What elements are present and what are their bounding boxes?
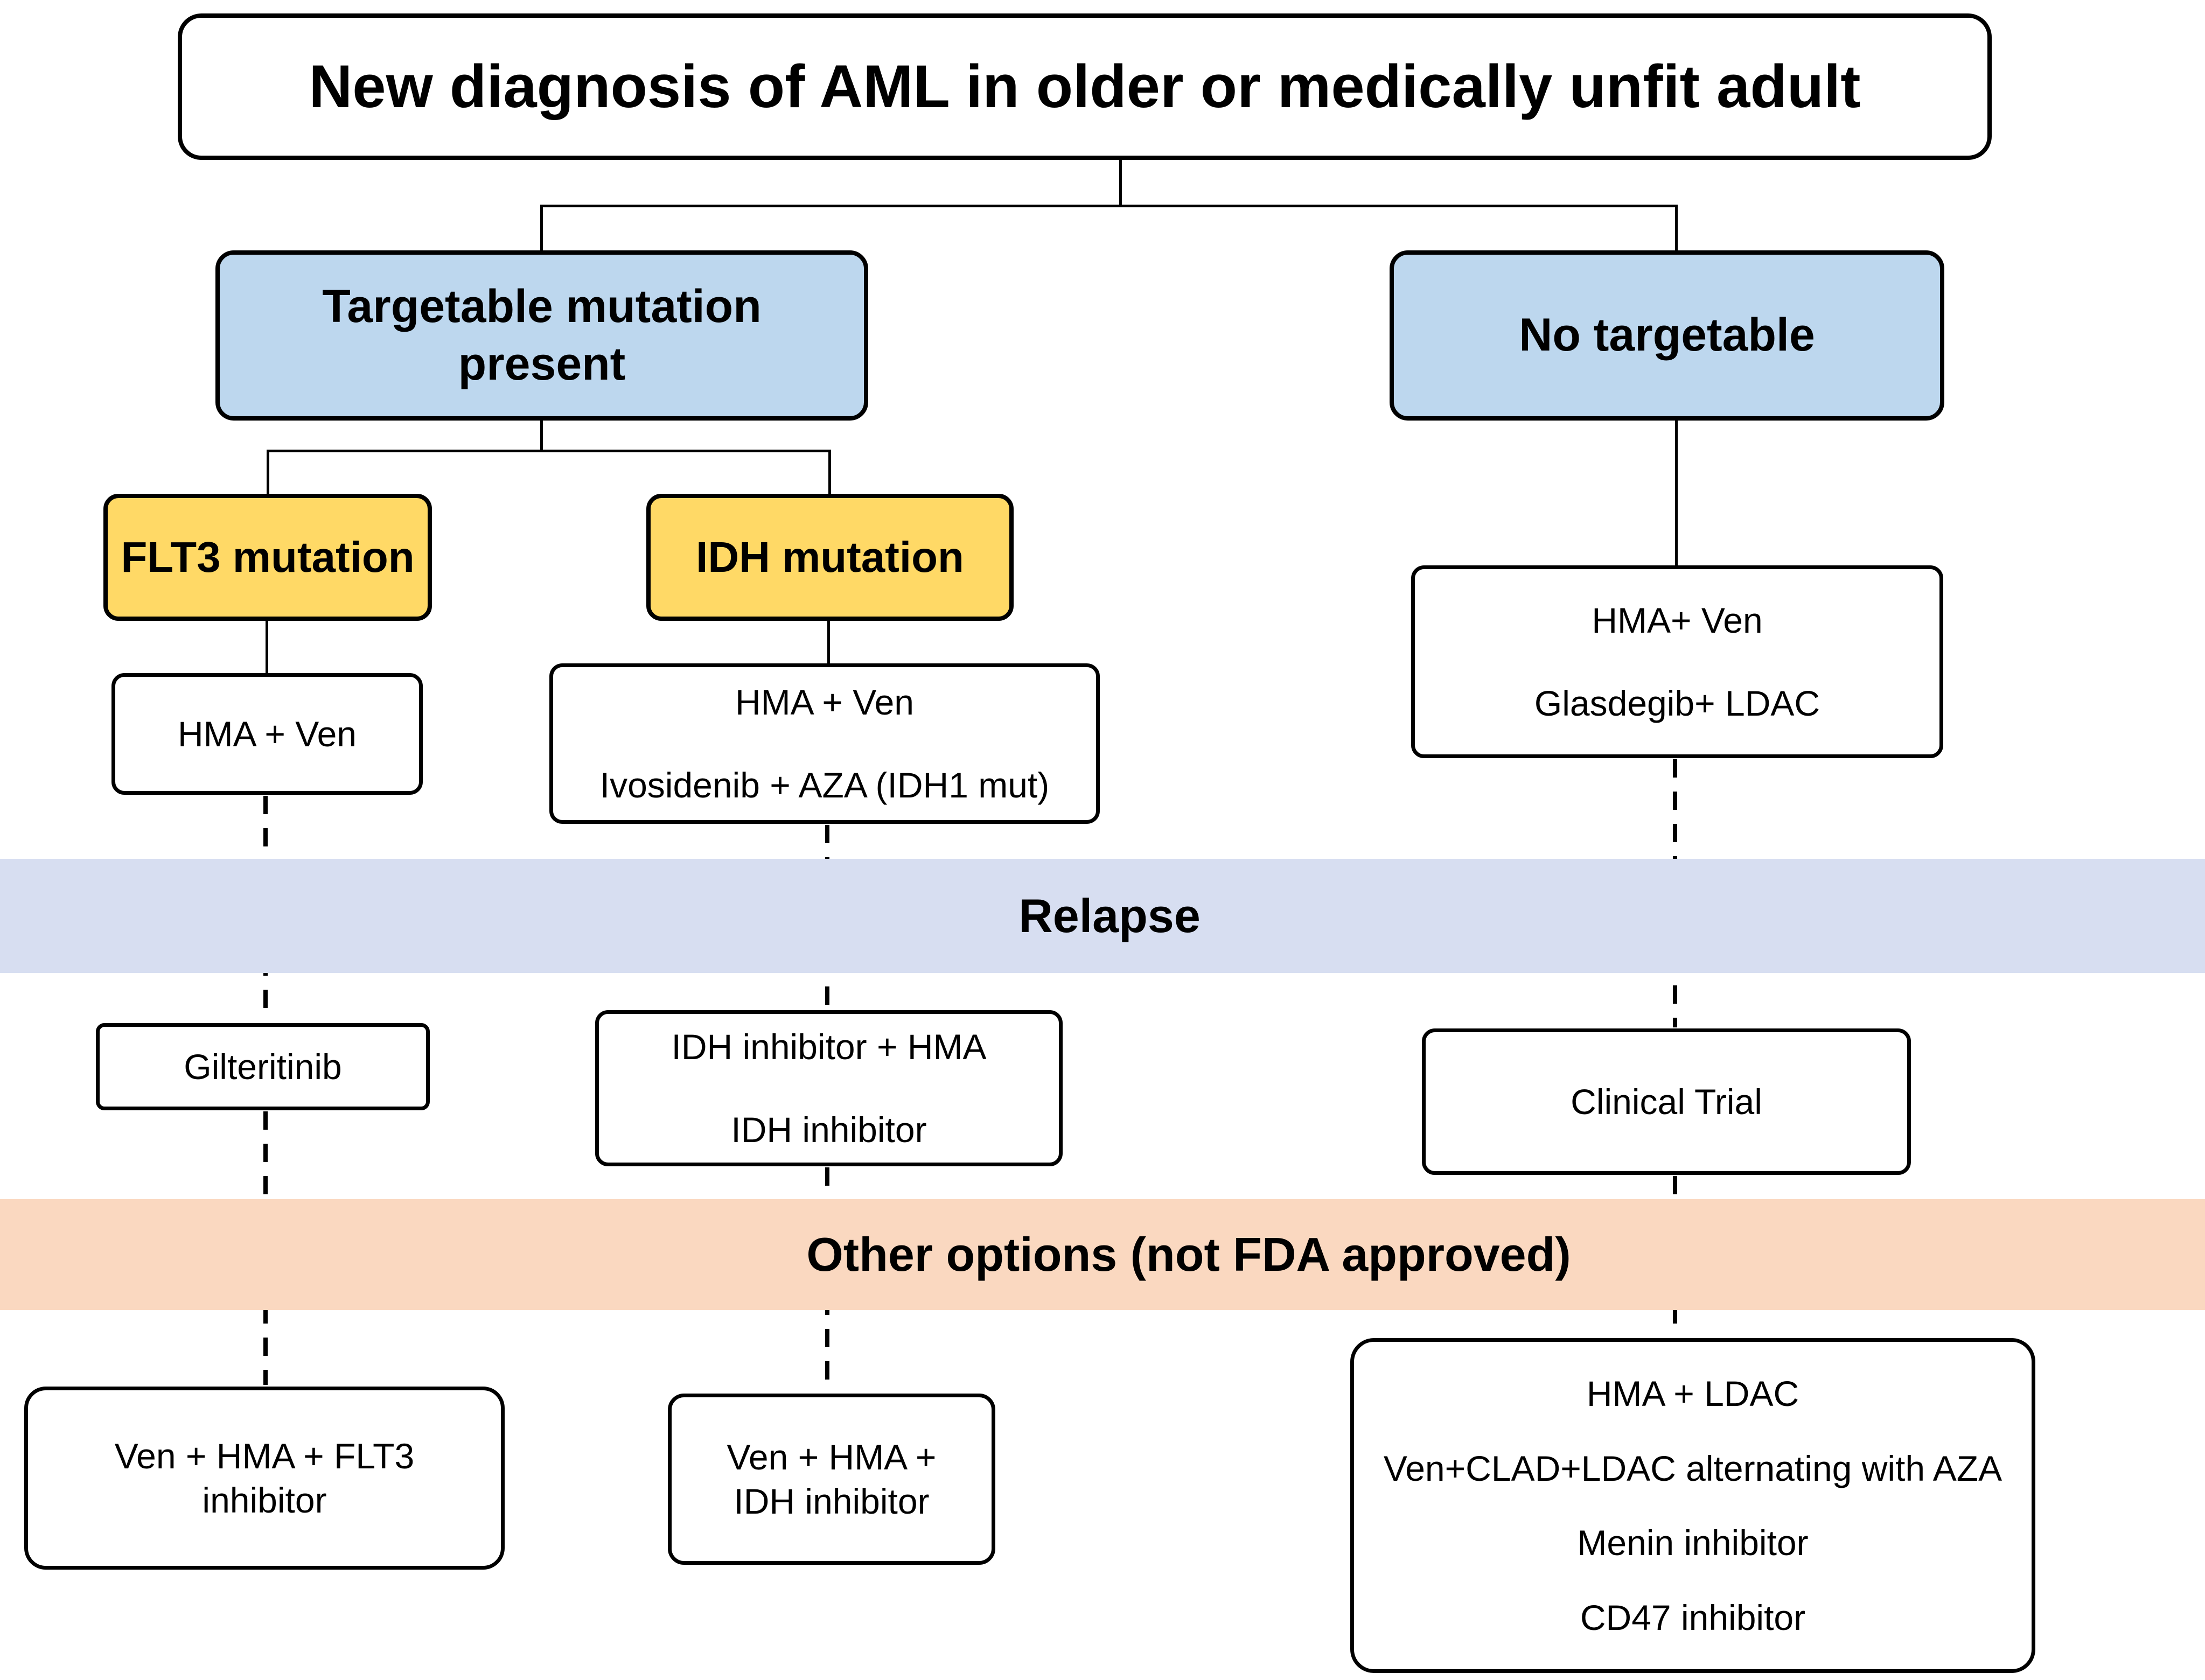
flt3-mutation-box: FLT3 mutation: [103, 494, 432, 621]
flt3-relapse-box: Gilteritinib: [96, 1023, 430, 1110]
no-targetable-frontline-box: HMA+ Ven Glasdegib+ LDAC: [1411, 565, 1943, 758]
idh-frontline-line1: HMA + Ven: [735, 682, 915, 722]
branch-targetable-box: Targetable mutation present: [215, 250, 868, 421]
other-options-band-label: Other options (not FDA approved): [806, 1228, 1571, 1281]
idh-relapse-line1: IDH inhibitor + HMA: [671, 1026, 987, 1067]
relapse-band-label: Relapse: [1018, 889, 1201, 942]
no-targetable-other-line3: Menin inhibitor: [1577, 1523, 1809, 1563]
title-box: New diagnosis of AML in older or medical…: [178, 13, 1992, 160]
branch-targetable-label: Targetable mutation present: [322, 280, 762, 390]
idh-other-line: Ven + HMA + IDH inhibitor: [727, 1437, 937, 1522]
branch-no-targetable-box: No targetable: [1390, 250, 1944, 421]
no-targetable-other-line4: CD47 inhibitor: [1580, 1597, 1806, 1637]
flt3-mutation-label: FLT3 mutation: [121, 533, 415, 581]
idh-relapse-line2: IDH inhibitor: [731, 1110, 927, 1150]
connector-targetable-stem: [540, 421, 543, 451]
connector-branch-right-stem: [1675, 205, 1678, 250]
connector-no-targetable-frontline: [1675, 421, 1678, 565]
connector-flt3-stem: [267, 450, 269, 494]
flt3-frontline-line: HMA + Ven: [177, 713, 357, 754]
connector-flt3-frontline: [266, 621, 268, 673]
flt3-other-box: Ven + HMA + FLT3 inhibitor: [24, 1387, 505, 1570]
connector-mutation-bar: [267, 450, 831, 452]
idh-other-box: Ven + HMA + IDH inhibitor: [668, 1394, 995, 1565]
connector-title-stem: [1119, 160, 1122, 206]
connector-idh-stem: [828, 450, 831, 494]
no-targetable-frontline-line1: HMA+ Ven: [1592, 600, 1763, 640]
no-targetable-frontline-line2: Glasdegib+ LDAC: [1534, 683, 1820, 723]
relapse-band: Relapse: [0, 859, 2205, 973]
flt3-other-line: Ven + HMA + FLT3 inhibitor: [114, 1436, 415, 1521]
other-options-band: Other options (not FDA approved): [0, 1199, 2205, 1310]
no-targetable-relapse-line: Clinical Trial: [1571, 1081, 1762, 1122]
flt3-frontline-box: HMA + Ven: [111, 673, 423, 795]
no-targetable-relapse-box: Clinical Trial: [1422, 1028, 1911, 1175]
connector-branch-left-stem: [540, 205, 543, 250]
connector-idh-frontline: [827, 621, 830, 663]
flt3-relapse-line: Gilteritinib: [184, 1046, 342, 1087]
idh-frontline-box: HMA + Ven Ivosidenib + AZA (IDH1 mut): [549, 663, 1100, 824]
no-targetable-other-line2: Ven+CLAD+LDAC alternating with AZA: [1383, 1448, 2002, 1488]
idh-relapse-box: IDH inhibitor + HMA IDH inhibitor: [595, 1010, 1063, 1166]
idh-mutation-box: IDH mutation: [646, 494, 1014, 621]
idh-frontline-line2: Ivosidenib + AZA (IDH1 mut): [599, 765, 1050, 805]
page-title: New diagnosis of AML in older or medical…: [309, 53, 1861, 120]
idh-mutation-label: IDH mutation: [696, 533, 964, 581]
no-targetable-other-box: HMA + LDAC Ven+CLAD+LDAC alternating wit…: [1350, 1338, 2035, 1673]
branch-no-targetable-label: No targetable: [1519, 309, 1815, 361]
no-targetable-other-line1: HMA + LDAC: [1586, 1374, 1799, 1413]
connector-branch-bar: [540, 205, 1678, 207]
